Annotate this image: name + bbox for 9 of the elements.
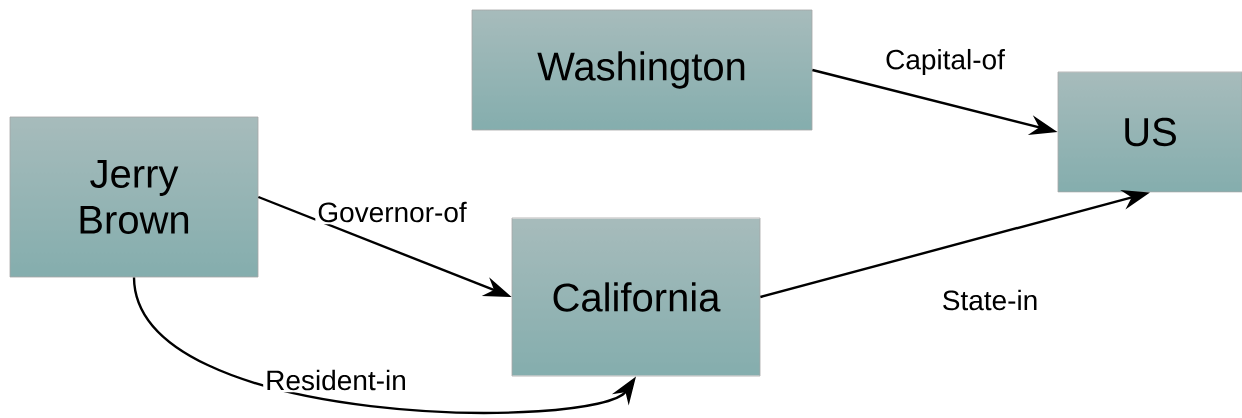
- edge-label: Resident-in: [263, 367, 409, 393]
- edge-label: Governor-of: [315, 199, 469, 225]
- edge-label: Capital-of: [883, 46, 1007, 78]
- entity-box: California: [511, 217, 761, 377]
- edge-label: State-in: [939, 287, 1041, 313]
- entity-box: Jerry Brown: [9, 116, 259, 278]
- arrow: [132, 277, 636, 414]
- entity-box: Washington: [471, 9, 813, 131]
- entity-box: US: [1057, 71, 1242, 193]
